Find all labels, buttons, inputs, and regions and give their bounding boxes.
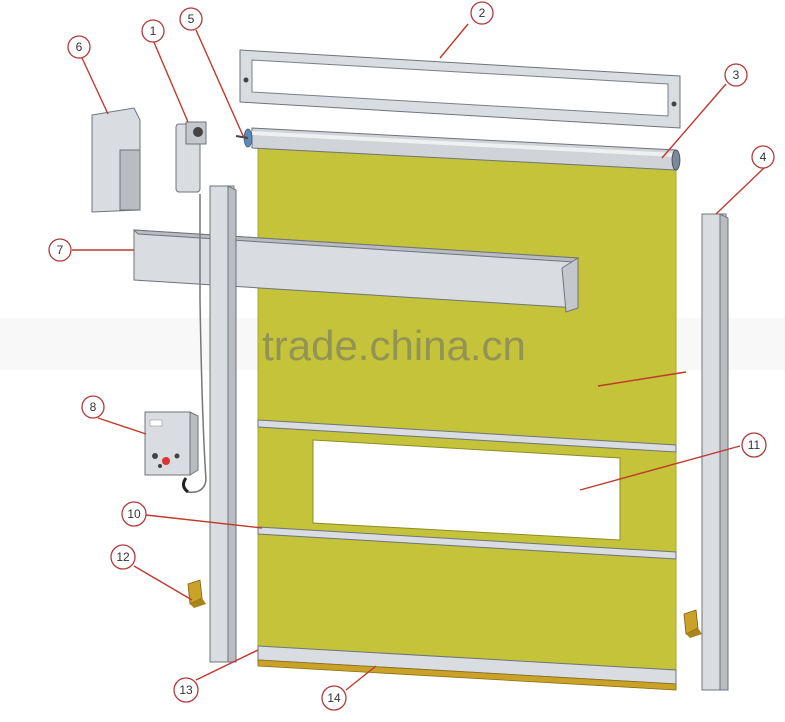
control-cable bbox=[187, 194, 207, 493]
svg-text:11: 11 bbox=[748, 438, 761, 452]
callout-12: 12 bbox=[110, 544, 136, 570]
right-guide-rail bbox=[701, 213, 729, 691]
svg-text:1: 1 bbox=[150, 24, 157, 38]
watermark-text: trade.china.cn bbox=[262, 322, 526, 369]
callout-5: 5 bbox=[179, 7, 203, 31]
svg-text:8: 8 bbox=[90, 400, 97, 414]
svg-text:3: 3 bbox=[733, 68, 740, 82]
callout-10: 10 bbox=[121, 501, 147, 527]
svg-text:10: 10 bbox=[127, 507, 141, 521]
end-cover bbox=[91, 107, 141, 213]
callout-4: 4 bbox=[751, 145, 775, 169]
callout-11: 11 bbox=[741, 432, 767, 458]
floor-bracket-left bbox=[187, 579, 206, 608]
callout-13: 13 bbox=[173, 677, 199, 703]
floor-bracket-right bbox=[683, 609, 702, 638]
vision-window bbox=[312, 439, 621, 541]
callout-2: 2 bbox=[470, 1, 494, 25]
roller-tube bbox=[235, 127, 681, 171]
control-box bbox=[144, 411, 199, 476]
svg-text:7: 7 bbox=[57, 243, 64, 257]
callout-14: 14 bbox=[321, 685, 347, 711]
callout-1: 1 bbox=[141, 19, 165, 43]
door-curtain bbox=[257, 131, 677, 691]
motor-cover bbox=[132, 229, 580, 313]
leader-lines bbox=[72, 23, 765, 691]
svg-text:12: 12 bbox=[116, 550, 130, 564]
callout-3: 3 bbox=[724, 63, 748, 87]
callout-7: 7 bbox=[48, 238, 72, 262]
svg-text:6: 6 bbox=[76, 40, 83, 54]
svg-text:2: 2 bbox=[479, 6, 486, 20]
left-guide-rail bbox=[209, 185, 237, 663]
callout-6: 6 bbox=[67, 35, 91, 59]
svg-text:4: 4 bbox=[760, 150, 767, 164]
svg-text:14: 14 bbox=[327, 691, 341, 705]
svg-text:13: 13 bbox=[179, 683, 193, 697]
motor bbox=[175, 121, 207, 193]
svg-text:5: 5 bbox=[188, 12, 195, 26]
callout-8: 8 bbox=[81, 395, 105, 419]
top-frame bbox=[239, 49, 681, 129]
